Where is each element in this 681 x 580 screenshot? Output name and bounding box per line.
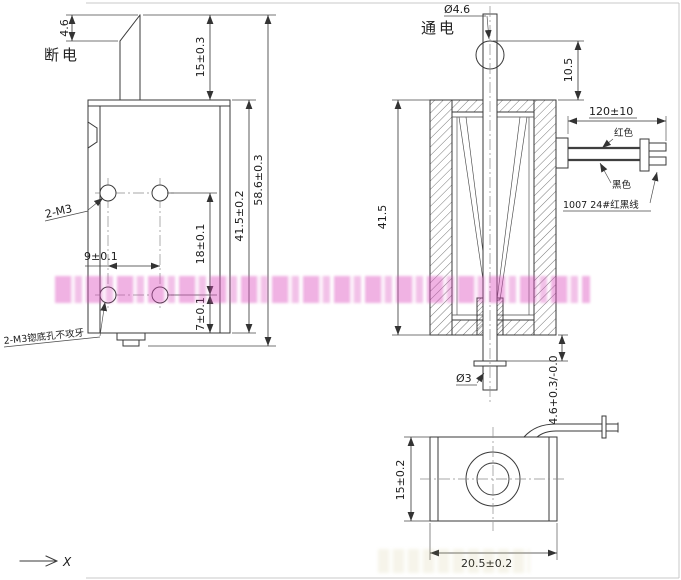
bottom-view-centerlines — [420, 427, 567, 531]
right-view-dimension-lines — [394, 41, 666, 361]
left-view: 断电 4.6 15±0.3 18±0.1 7±0.1 41.5±0.2 58.6… — [3, 14, 276, 348]
note-wire-black-label: 黑色 — [612, 179, 632, 191]
right-view-title: 通电 — [421, 19, 457, 37]
left-view-body — [87, 99, 231, 347]
note-wire-red-label: 红色 — [614, 127, 634, 139]
left-view-centerlines — [95, 178, 174, 310]
sheet-frame — [86, 2, 680, 579]
left-view-plunger — [119, 14, 141, 101]
note-wire-spec-label: 1007 24#红黑线 — [563, 199, 639, 211]
dim-chamfer-label: 4.6 — [58, 19, 71, 37]
bottom-view-extension-lines — [404, 436, 558, 560]
note-tap-holes-label: 2-M3 — [44, 202, 74, 221]
dim-body-height-label: 41.5 — [376, 205, 389, 230]
right-view-leaders — [444, 15, 659, 386]
dim-total-height-label: 58.6±0.3 — [252, 154, 265, 205]
left-view-title: 断电 — [44, 46, 80, 64]
dim-hole-bottom-offset-label: 7±0.1 — [194, 297, 207, 331]
dim-body-height-tol-label: 41.5±0.2 — [233, 190, 246, 241]
bottom-view-wire-exit — [523, 415, 619, 439]
right-view-lead-wires — [555, 137, 667, 172]
x-axis-marker: X — [19, 555, 72, 569]
dim-tip-extension-label: 4.6+0.3/-0.0 — [547, 355, 560, 424]
dim-stroke-label: 15±0.3 — [194, 37, 207, 78]
dim-lead-length-label: 120±10 — [589, 105, 633, 118]
dim-base-depth-label: 15±0.2 — [394, 460, 407, 501]
dim-base-width-label: 20.5±0.2 — [461, 557, 512, 570]
left-view-leaders — [3, 197, 108, 348]
bottom-view: 15±0.2 20.5±0.2 — [394, 415, 619, 570]
left-view-mounting-holes — [99, 184, 169, 304]
right-view: 通电 Ø4.6 10.5 120±10 红色 黑色 1007 24#红黑线 41… — [376, 3, 667, 425]
dim-hole-row-spacing-label: 18±0.1 — [194, 224, 207, 265]
x-axis-label: X — [62, 555, 72, 569]
left-view-extension-lines — [66, 14, 276, 347]
left-view-dimension-lines — [68, 15, 272, 346]
dim-pin-dia-label: Ø3 — [456, 372, 472, 385]
note-counterbore-holes-label: 2-M3锪底孔不攻牙 — [3, 327, 85, 347]
bottom-view-dimension-lines — [407, 437, 557, 557]
dim-head-offset-label: 10.5 — [562, 58, 575, 83]
right-view-extension-lines — [392, 40, 667, 362]
dim-hole-col-spacing-label: 9±0.1 — [84, 250, 118, 263]
dim-plunger-hole-dia-label: Ø4.6 — [444, 3, 470, 16]
